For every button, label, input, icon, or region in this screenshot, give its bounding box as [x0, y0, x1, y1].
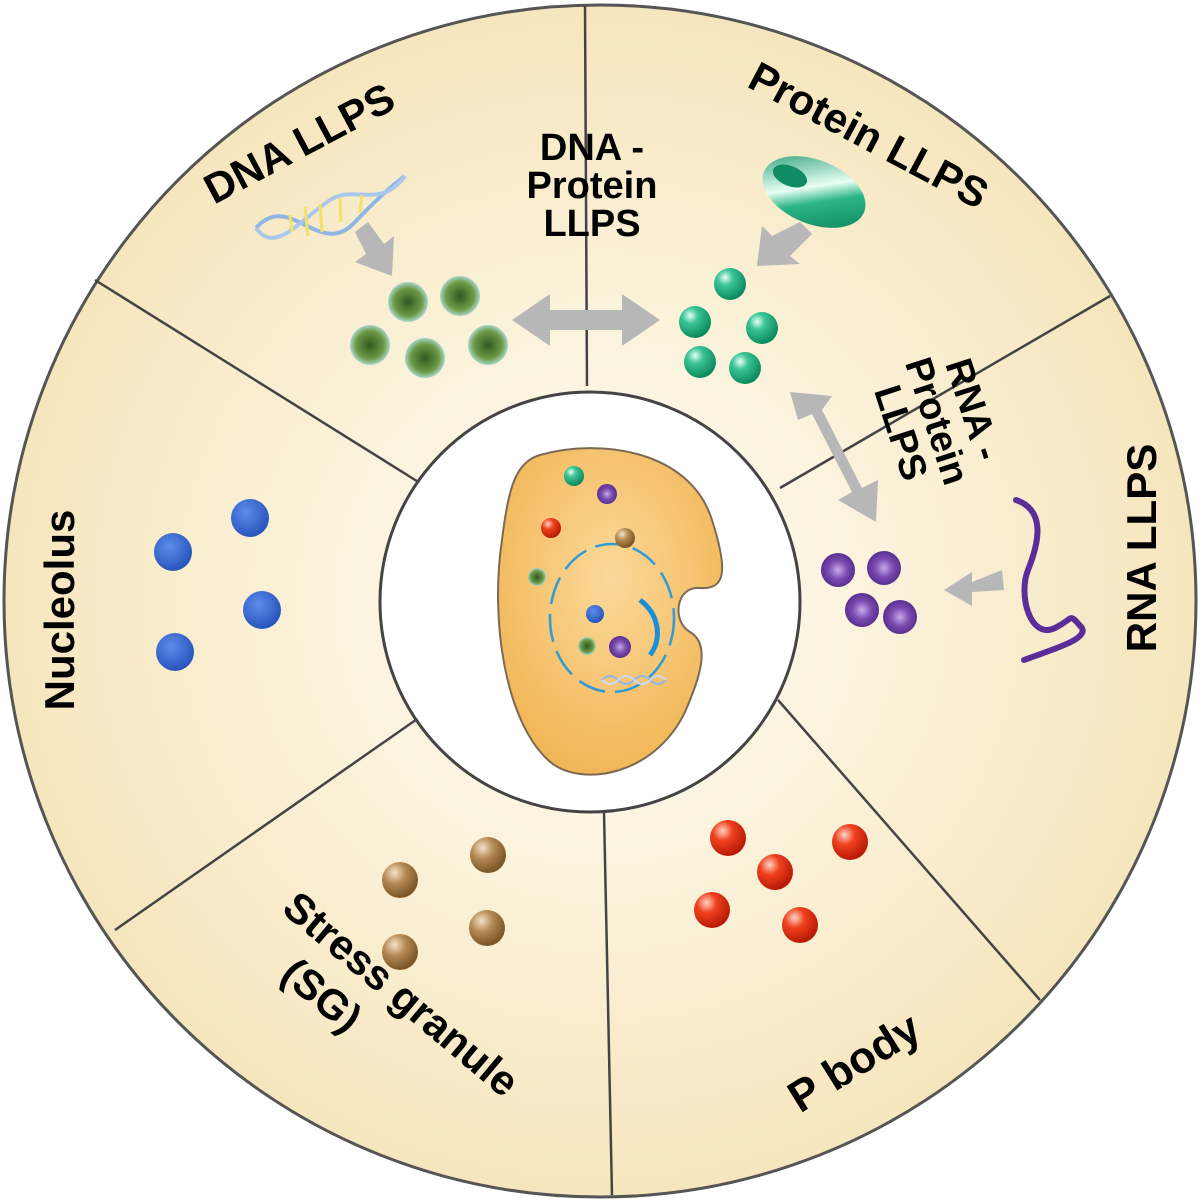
cell-icon: [497, 447, 724, 776]
dna-helix-icon: [254, 174, 407, 240]
arrow-dna-to-droplets: [355, 222, 394, 276]
protein-droplets: [679, 268, 778, 384]
nucleolus-droplets: [154, 499, 281, 671]
rna-droplets: [821, 551, 917, 634]
p-body-droplets: [694, 820, 868, 943]
label-nucleolus: Nucleolus: [36, 510, 83, 711]
rna-strand-icon: [1013, 497, 1086, 663]
sector-dividers: [94, 5, 1111, 1196]
arrow-rna-to-droplets: [944, 570, 1004, 606]
arrow-protein-to-droplets: [757, 222, 812, 266]
label-dna-protein-llps-line3: LLPS: [543, 203, 640, 245]
dna-droplets: [350, 276, 508, 378]
arrow-protein-rna-exchange: [790, 392, 878, 522]
label-rna-llps: RNA LLPS: [1118, 444, 1165, 652]
arrow-dna-protein-exchange: [512, 294, 660, 346]
label-dna-protein-llps-line2: Protein: [527, 165, 658, 207]
label-dna-protein-llps-line1: DNA -: [540, 127, 644, 169]
protein-barrel-icon: [762, 156, 866, 228]
stress-granule-droplets: [382, 837, 506, 970]
